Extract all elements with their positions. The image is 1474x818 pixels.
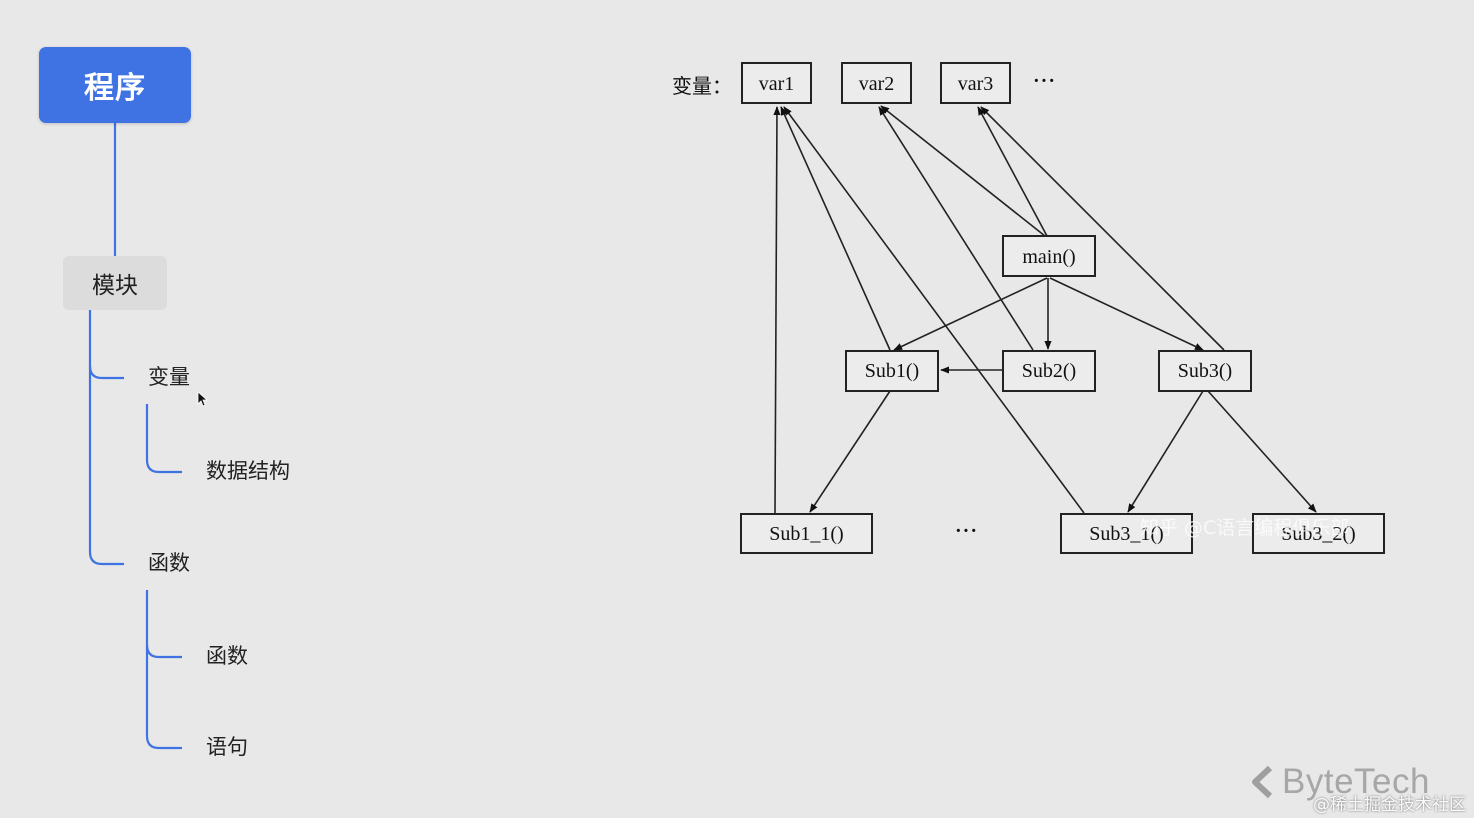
edge-main-to-sub1 [893,277,1048,351]
variables-label: 变量： [672,74,732,98]
mindmap-item-functions-group[interactable]: 函数 [148,551,190,575]
func-box-sub3-1[interactable]: Sub3_1() [1060,513,1193,554]
svg-text:Sub3_2(): Sub3_2() [1281,523,1355,545]
brand: ByteTech [1250,762,1430,802]
leaf-ellipsis: ··· [955,520,979,542]
svg-text:main(): main() [1022,246,1075,268]
edge-sub3-to-sub3-2 [1207,390,1317,513]
var-box-var2[interactable]: var2 [841,62,912,104]
func-box-sub3-2[interactable]: Sub3_2() [1252,513,1385,554]
mindmap-connectors [88,123,182,750]
module-node[interactable]: 模块 [63,256,167,310]
svg-text:Sub3_1(): Sub3_1() [1089,523,1163,545]
bytetech-logo-icon [1252,765,1273,799]
svg-text:Sub1_1(): Sub1_1() [769,523,843,545]
brand-name: ByteTech [1282,762,1430,801]
edge-main-to-var2 [880,105,1046,237]
var-box-var3[interactable]: var3 [940,62,1011,104]
svg-text:var3: var3 [958,73,994,95]
svg-text:Sub2(): Sub2() [1022,360,1076,382]
edge-sub3-to-sub3-1 [1127,390,1204,513]
func-box-main[interactable]: main() [1002,235,1096,277]
svg-text:var2: var2 [859,73,895,95]
func-box-sub3[interactable]: Sub3() [1158,350,1252,392]
edge-sub2-to-var2 [878,106,1034,351]
svg-text:var1: var1 [759,73,795,95]
edge-sub3-to-var3 [980,106,1225,351]
edge-sub1-to-var1 [780,106,891,351]
mindmap-item-functions[interactable]: 函数 [206,644,248,668]
func-box-sub1[interactable]: Sub1() [845,350,939,392]
edge-main-to-sub3 [1049,277,1204,351]
watermark: 知乎 @C语言编程俱乐部 [1140,517,1350,539]
root-node-program[interactable]: 程序 [39,47,191,123]
edge-sub3-1-to-var1 [783,106,1085,514]
edge-sub1-to-sub1-1 [809,390,891,513]
edge-main-to-var3 [977,106,1048,237]
mindmap-item-variables[interactable]: 变量 [148,365,190,389]
func-box-sub1-1[interactable]: Sub1_1() [740,513,873,554]
footer-credit: @稀土掘金技术社区 [1313,795,1466,815]
edge-sub1-1-to-var1 [773,106,781,514]
mindmap-item-data-structures[interactable]: 数据结构 [206,459,290,483]
func-box-sub2[interactable]: Sub2() [1002,350,1096,392]
mindmap-item-statements[interactable]: 语句 [206,735,248,759]
var-box-var1[interactable]: var1 [741,62,812,104]
mouse-pointer-icon [197,391,209,407]
svg-text:Sub3(): Sub3() [1178,360,1232,382]
svg-text:Sub1(): Sub1() [865,360,919,382]
var-ellipsis: ··· [1033,70,1057,92]
